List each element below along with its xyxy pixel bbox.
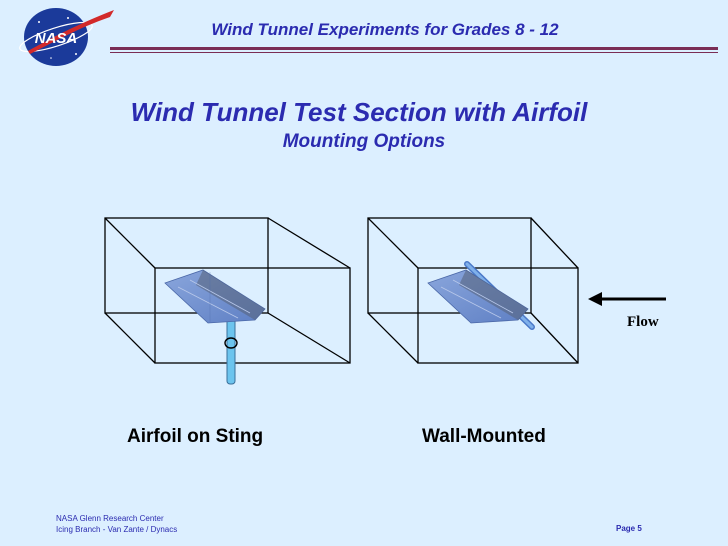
left-test-section-box [104,217,351,364]
footer-org-line1: NASA Glenn Research Center [56,514,164,523]
right-airfoil [427,269,529,324]
header-title: Wind Tunnel Experiments for Grades 8 - 1… [211,20,559,39]
slide-subtitle: Mounting Options [282,131,446,152]
page-number: Page 5 [616,524,642,533]
svg-text:NASA: NASA [35,30,78,47]
footer-org: NASA Glenn Research Center Icing Branch … [56,513,177,535]
flow-label: Flow [627,314,659,330]
sting-rod [226,317,236,385]
footer-org-line2: Icing Branch - Van Zante / Dynacs [56,525,178,534]
sting-ring [224,337,238,349]
nasa-logo: NASA [19,8,114,66]
wall-mounted-caption: Wall-Mounted [422,426,546,447]
header-rule [110,47,718,50]
flow-arrow [588,292,666,306]
header-rule-thin [110,52,718,53]
left-airfoil [164,269,266,324]
slide-title: Wind Tunnel Test Section with Airfoil [130,97,588,127]
sting-caption: Airfoil on Sting [127,426,264,447]
right-test-section-box [367,217,579,364]
